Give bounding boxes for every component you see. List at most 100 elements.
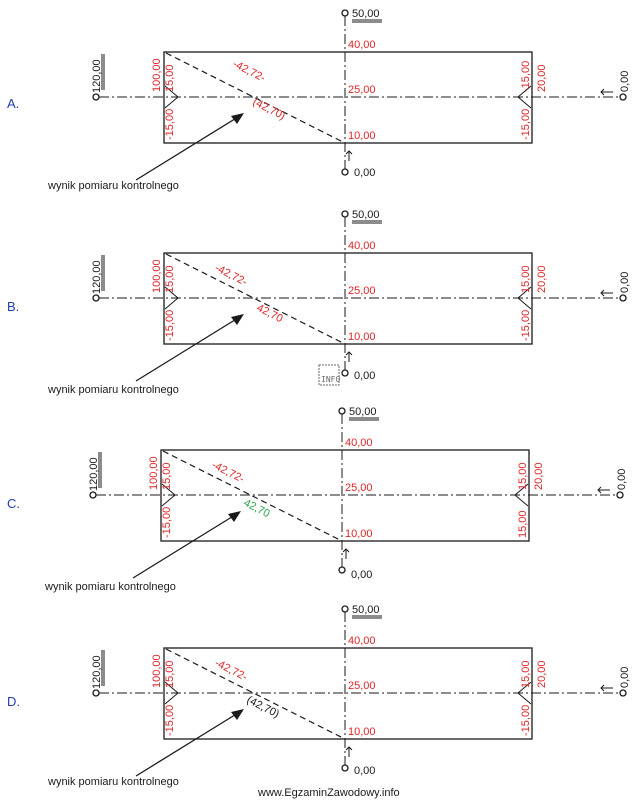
up-arrow-icon	[342, 548, 350, 559]
inner-mid-label: 25,00	[348, 680, 376, 692]
left-wall-tick	[164, 286, 179, 310]
left-lower-label: -15,00	[164, 705, 176, 736]
right-station-label: 0,00	[616, 469, 628, 490]
top-station-label: 50,00	[352, 8, 380, 20]
diagonal-label: -42,72-	[213, 262, 250, 289]
right-upper-label: 15,00	[520, 660, 532, 688]
top-station-marker	[341, 210, 349, 218]
left-outer-label: 100,00	[148, 456, 160, 490]
left-wall-tick	[161, 483, 176, 507]
left-station-label: 120,00	[91, 655, 103, 689]
inner-top-label: 40,00	[345, 437, 373, 449]
right-station-label: 0,00	[619, 667, 631, 688]
right-station-marker	[619, 689, 627, 697]
up-arrow-icon	[345, 351, 353, 362]
left-wall-tick	[164, 85, 179, 109]
inner-bottom-label: 10,00	[348, 331, 376, 343]
diagonal-label: -42,72-	[213, 657, 250, 684]
top-station-label: 50,00	[352, 209, 380, 221]
up-arrow-icon	[345, 150, 353, 161]
inner-bottom-label: 10,00	[348, 130, 376, 142]
inner-top-label: 40,00	[348, 635, 376, 647]
left-upper-label: 15,00	[161, 462, 173, 490]
left-station-label: 120,00	[91, 260, 103, 294]
left-lower-label: -15,00	[164, 310, 176, 341]
inner-top-label: 40,00	[348, 240, 376, 252]
left-wall-tick	[164, 681, 179, 705]
bottom-station-marker	[341, 764, 349, 772]
bottom-station-marker	[338, 566, 346, 574]
control-measurement-label: (42,70)	[251, 96, 288, 123]
diagonal-line	[162, 450, 341, 541]
bottom-station-label: 0,00	[354, 167, 375, 179]
left-arrow-icon	[600, 88, 613, 96]
bottom-station-marker	[341, 168, 349, 176]
building-outline	[163, 51, 533, 144]
up-arrow-icon	[345, 746, 353, 757]
leader-arrow-head	[228, 511, 241, 522]
building-outline	[160, 449, 530, 542]
option-c-letter: C.	[7, 496, 20, 511]
caption: wynik pomiaru kontrolnego	[47, 180, 179, 192]
right-wall-tick	[517, 286, 532, 310]
right-lower-label: 15,00	[517, 510, 529, 538]
diagonal-line	[165, 52, 344, 143]
bottom-station-label: 0,00	[354, 765, 375, 777]
left-outer-label: 100,00	[151, 259, 163, 293]
bottom-station-label: 0,00	[354, 370, 375, 382]
building-outline	[163, 647, 533, 740]
option-a: A. 50,00 0,00 120,00 0,00 40,00 25,00 10…	[7, 8, 631, 192]
left-station-label: 120,00	[91, 59, 103, 93]
right-station-marker	[616, 491, 624, 499]
option-b: B. 50,00 0,00 120,00 0,00 40,00 25,00 10…	[7, 209, 631, 396]
caption: wynik pomiaru kontrolnego	[47, 384, 179, 396]
inner-mid-label: 25,00	[345, 482, 373, 494]
right-wall-tick	[517, 681, 532, 705]
right-upper-label: -15,00	[520, 61, 532, 92]
leader-arrow-head	[231, 314, 244, 325]
right-outer-label: 20,00	[533, 462, 545, 490]
left-outer-label: 100,00	[151, 654, 163, 688]
left-upper-label: 15,00	[164, 265, 176, 293]
top-station-label: 50,00	[352, 604, 380, 616]
option-d-letter: D.	[7, 694, 20, 709]
leader-arrow	[135, 317, 239, 382]
caption: wynik pomiaru kontrolnego	[47, 776, 179, 788]
top-station-label: 50,00	[349, 406, 377, 418]
left-upper-label: 15,00	[164, 660, 176, 688]
leader-arrow-head	[231, 113, 244, 124]
inner-mid-label: 25,00	[348, 84, 376, 96]
leader-arrow	[132, 514, 236, 579]
bottom-station-label: 0,00	[351, 569, 372, 581]
left-station-label: 120,00	[88, 457, 100, 491]
left-station-marker	[92, 689, 100, 697]
top-station-marker	[341, 605, 349, 613]
right-outer-label: 20,00	[536, 660, 548, 688]
right-outer-label: 20,00	[536, 64, 548, 92]
control-measurement-label: 42,70	[242, 497, 272, 520]
right-wall-tick	[514, 483, 529, 507]
right-lower-label: -15,00	[520, 310, 532, 341]
left-outer-label: 100,00	[151, 58, 163, 92]
left-upper-label: 15,00	[164, 64, 176, 92]
info-stamp-text: INFO	[321, 375, 340, 384]
leader-arrow	[135, 116, 239, 181]
right-lower-label: -15,00	[520, 705, 532, 736]
diagonal-label: -42,72-	[231, 58, 268, 85]
footer-url: www.EgzaminZawodowy.info	[257, 787, 400, 799]
option-a-letter: A.	[7, 96, 19, 111]
left-station-marker	[89, 491, 97, 499]
inner-bottom-label: 10,00	[345, 528, 373, 540]
left-lower-label: -15,00	[161, 507, 173, 538]
right-station-label: 0,00	[619, 272, 631, 293]
option-d: D. 50,00 0,00 120,00 0,00 40,00 25,00 10…	[7, 604, 631, 788]
inner-mid-label: 25,00	[348, 285, 376, 297]
inner-top-label: 40,00	[348, 39, 376, 51]
caption: wynik pomiaru kontrolnego	[44, 581, 176, 593]
left-arrow-icon	[600, 289, 613, 297]
leader-arrow	[135, 712, 239, 777]
top-station-marker	[338, 407, 346, 415]
inner-bottom-label: 10,00	[348, 726, 376, 738]
leader-arrow-head	[231, 709, 244, 720]
